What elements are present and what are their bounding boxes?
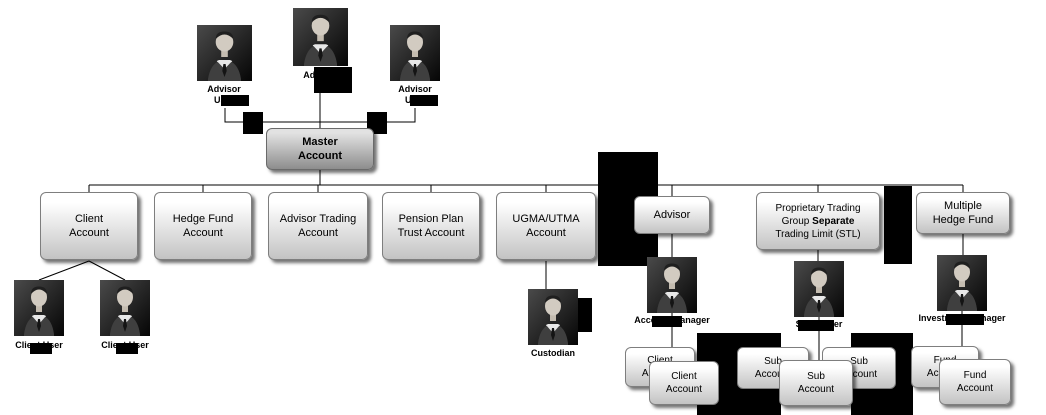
fund-account-stack-front-label: Fund Account	[956, 370, 994, 394]
stl-trader-icon	[794, 261, 844, 317]
proprietary-trading-group-label: Proprietary Trading Group Separate Tradi…	[775, 202, 861, 240]
black-artifact	[367, 112, 387, 134]
sub-account-stack-left-label: Sub Account	[754, 356, 792, 380]
client-account-label: Client Account	[69, 212, 109, 239]
fund-account-stack-box-front: Fund Account	[939, 359, 1011, 405]
multiple-hedge-fund-box: Multiple Hedge Fund	[916, 192, 1010, 234]
sub-account-stack-box-front: Sub Account	[779, 360, 853, 406]
sub-account-stack-front-label: Sub Account	[797, 371, 835, 395]
pension-plan-trust-account-label: Pension Plan Trust Account	[397, 212, 465, 239]
black-artifact	[221, 95, 249, 106]
client-account-stack-front-label: Client Account	[665, 371, 703, 395]
custodian-label: Custodian	[531, 348, 575, 358]
ugma-utma-account-label: UGMA/UTMA Account	[512, 212, 580, 239]
person-icon	[293, 8, 348, 66]
investment-manager-icon	[937, 255, 987, 311]
advisor-user-right-icon	[390, 25, 440, 81]
advisor-box-label: Advisor	[653, 208, 691, 221]
client-user-2-icon	[100, 280, 150, 336]
black-artifact	[884, 186, 912, 264]
black-artifact	[314, 67, 352, 93]
person-icon	[937, 255, 987, 311]
person-icon	[390, 25, 440, 81]
black-artifact	[946, 314, 984, 325]
person-icon	[647, 257, 697, 313]
advisor-trading-account-box: Advisor Trading Account	[268, 192, 368, 260]
black-artifact	[116, 343, 138, 354]
black-artifact	[652, 316, 682, 327]
client-user-1-icon	[14, 280, 64, 336]
client-account-stack-box-front: Client Account	[649, 361, 719, 405]
client-user-1-label: Client User	[15, 340, 63, 350]
client-account-box: Client Account	[40, 192, 138, 260]
advisor-box: Advisor	[634, 196, 710, 234]
hedge-fund-account-box: Hedge Fund Account	[154, 192, 252, 260]
person-icon	[528, 289, 578, 345]
investment-manager-label: Investment Manager	[918, 313, 1006, 323]
master-account-box: Master Account	[266, 128, 374, 170]
black-artifact	[243, 112, 263, 134]
black-artifact	[30, 343, 52, 354]
black-artifact	[798, 320, 834, 331]
account-manager-icon	[647, 257, 697, 313]
hedge-fund-account-label: Hedge Fund Account	[172, 212, 234, 239]
custodian-icon	[528, 289, 578, 345]
master-account-label: Master Account	[298, 135, 342, 162]
advisor-trading-account-label: Advisor Trading Account	[279, 212, 357, 239]
client-user-2-label: Client User	[101, 340, 149, 350]
pension-plan-trust-account-box: Pension Plan Trust Account	[382, 192, 480, 260]
black-artifact	[410, 95, 438, 106]
person-icon	[14, 280, 64, 336]
multiple-hedge-fund-label: Multiple Hedge Fund	[932, 199, 994, 226]
person-icon	[100, 280, 150, 336]
black-artifact	[576, 298, 592, 332]
person-icon	[794, 261, 844, 317]
advisor-user-left-icon	[197, 25, 252, 81]
advisor-icon	[293, 8, 348, 66]
person-icon	[197, 25, 252, 81]
ugma-utma-account-box: UGMA/UTMA Account	[496, 192, 596, 260]
sub-account-stack-right-label: Sub Account	[840, 356, 878, 380]
proprietary-trading-group-box: Proprietary Trading Group Separate Tradi…	[756, 192, 880, 250]
